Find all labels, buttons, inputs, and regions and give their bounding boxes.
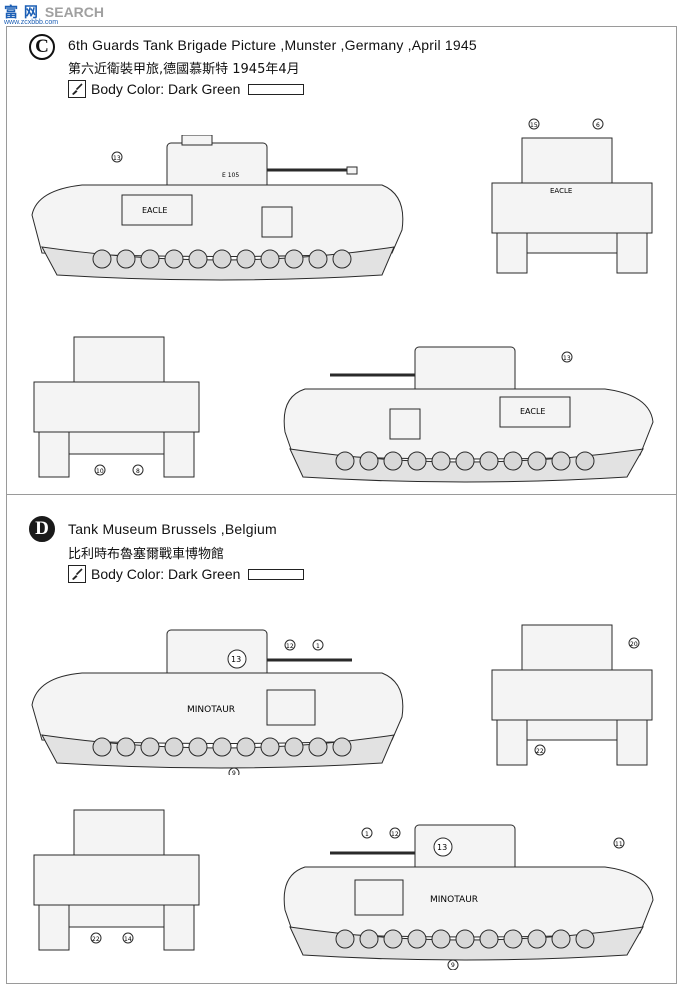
- scheme-d-callout-20: 20: [630, 641, 638, 648]
- scheme-d-hull-name-right: MINOTAUR: [430, 895, 478, 905]
- scheme-d-body-color: Body Color: Dark Green: [91, 566, 241, 582]
- scheme-d-color-row: Body Color: Dark Green: [68, 565, 305, 583]
- scheme-d-callout-1-right: 1: [365, 831, 369, 838]
- scheme-d-callout-22-front: 22: [92, 936, 100, 943]
- scheme-d-callout-12-left: 12: [286, 643, 294, 650]
- scheme-c-hull-name-left: EACLE: [142, 206, 167, 215]
- scheme-d-side-view-left: 13 MINOTAUR 12 1 9: [22, 615, 412, 780]
- scheme-c-front-view: 10 8: [24, 322, 209, 487]
- scheme-c-rear-view: 15 6 EACLE: [482, 118, 662, 283]
- watermark: 富 网 SEARCH www.zcxbbb.com: [4, 2, 104, 26]
- scheme-c-color-row: Body Color: Dark Green: [68, 80, 305, 98]
- scheme-d-callout-9-right: 9: [451, 962, 455, 969]
- scheme-d-side-view-right: 13 MINOTAUR 1 12 11 9: [275, 815, 660, 975]
- scheme-c-badge: C: [29, 34, 55, 60]
- scheme-d-color-swatch: [248, 568, 305, 580]
- scheme-d-hull-name-left: MINOTAUR: [187, 705, 235, 715]
- scheme-c-callout-6: 6: [596, 122, 600, 129]
- section-divider: [6, 494, 677, 495]
- scheme-c-hull-name-rear: EACLE: [550, 187, 572, 195]
- scheme-d-turret-number-left: 13: [231, 655, 241, 664]
- scheme-c-side-view-left: EACLE E 105 13: [22, 134, 412, 290]
- scheme-c-color-swatch: [248, 83, 305, 95]
- scheme-c-callout-13-left: 13: [113, 155, 121, 162]
- scheme-c-callout-13-right: 13: [563, 355, 571, 362]
- watermark-search: SEARCH: [44, 4, 105, 20]
- page-frame: [6, 26, 677, 984]
- scheme-d-title-zh: 比利時布魯塞爾戰車博物館: [68, 547, 225, 562]
- watermark-url: www.zcxbbb.com: [4, 19, 59, 26]
- scheme-c-hull-name-right: EACLE: [520, 407, 545, 416]
- scheme-d-callout-14: 14: [124, 936, 132, 943]
- scheme-c-body-color: Body Color: Dark Green: [91, 81, 241, 97]
- scheme-c-title-zh: 第六近衛裝甲旅,德國慕斯特 1945年4月: [68, 62, 300, 77]
- scheme-c-title: 6th Guards Tank Brigade Picture ,Munster…: [68, 37, 477, 53]
- brush-icon: [68, 565, 86, 583]
- brush-icon: [68, 80, 86, 98]
- scheme-c-hull-number-left: E 105: [222, 172, 239, 179]
- scheme-d-callout-1-left: 1: [316, 643, 320, 650]
- scheme-c-callout-10: 10: [96, 468, 104, 475]
- scheme-c-callout-15: 15: [530, 122, 538, 129]
- scheme-d-callout-11: 11: [615, 841, 623, 848]
- scheme-d-title: Tank Museum Brussels ,Belgium: [68, 521, 277, 537]
- scheme-d-callout-12-right: 12: [391, 831, 399, 838]
- scheme-d-callout-9-left: 9: [232, 770, 236, 775]
- scheme-d-front-view: 22 14: [24, 795, 209, 965]
- scheme-d-callout-22-rear: 22: [536, 748, 544, 755]
- watermark-logo: 富 网: [4, 4, 39, 20]
- scheme-d-badge: D: [29, 516, 55, 542]
- scheme-c-callout-8: 8: [136, 468, 140, 475]
- scheme-d-turret-number-right: 13: [437, 843, 447, 852]
- scheme-d-rear-view: 20 22: [482, 605, 662, 775]
- scheme-c-side-view-right: EACLE 13: [275, 337, 660, 492]
